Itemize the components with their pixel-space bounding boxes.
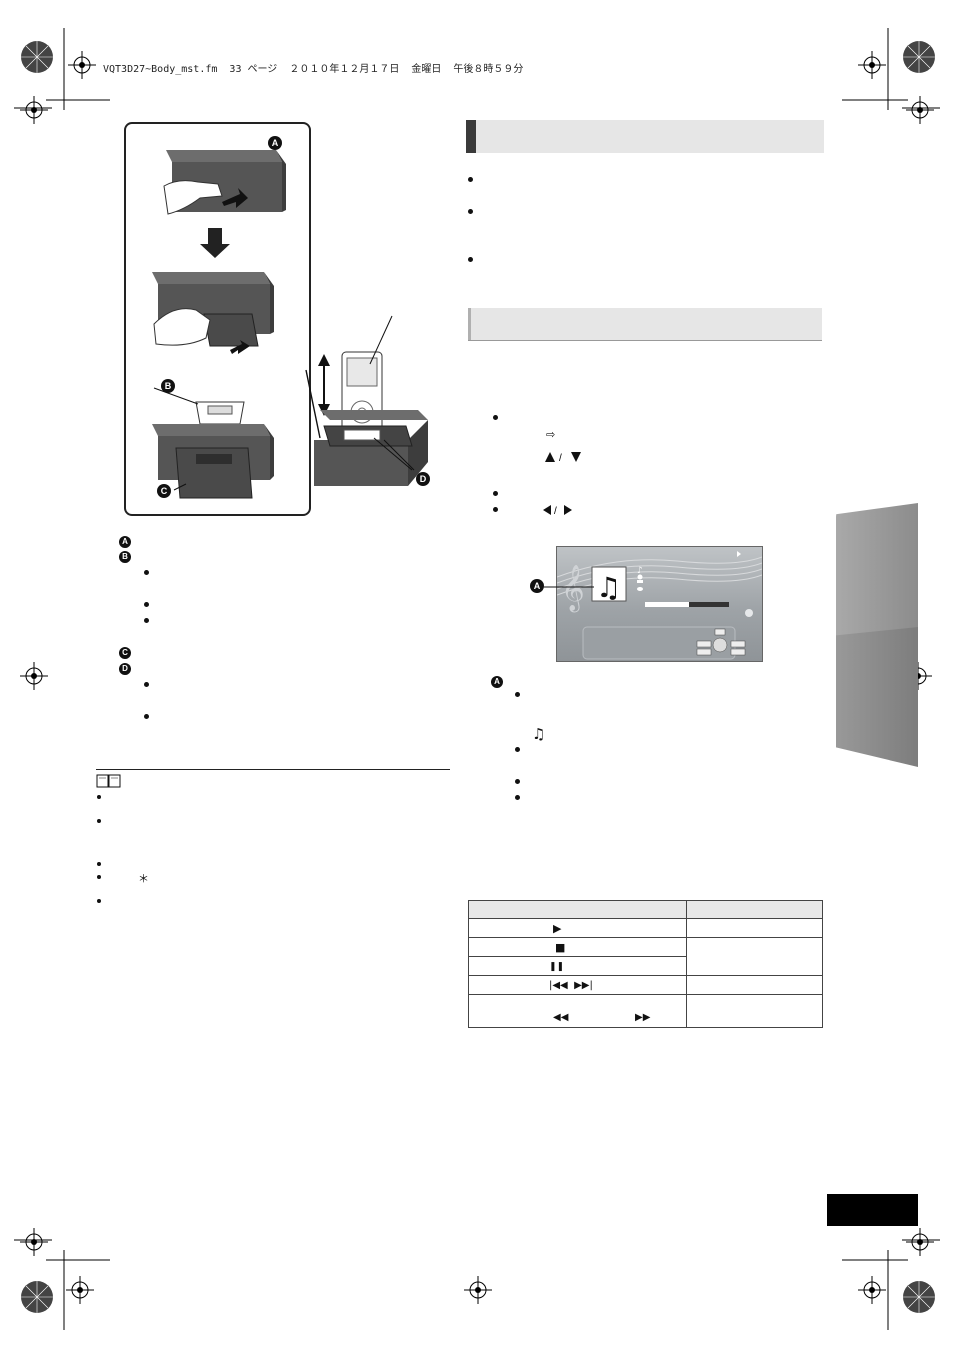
cursor-up-down-icon: / (545, 452, 581, 463)
fast-forward-icon: ▶▶ (635, 1012, 651, 1023)
bullet (493, 415, 498, 420)
bullet (144, 602, 149, 607)
registration-mark-icon (20, 1228, 48, 1256)
file-header: VQT3D27~Body_mst.fm 33 ページ ２０１０年１２月１７日 金… (103, 64, 524, 75)
note-divider (96, 769, 450, 770)
ipod-dock-illustration (305, 315, 428, 486)
table-cell (686, 975, 823, 995)
music-playback-screen: 𝄞 ♫ ♪ (556, 546, 763, 662)
side-tab-upper (836, 503, 918, 643)
table-row: ■ (468, 937, 823, 976)
cursor-left-right-icon: / (543, 505, 572, 516)
skip-icon: |◀◀ ▶▶| (549, 980, 593, 991)
rewind-icon: ◀◀ (553, 1012, 569, 1023)
table-header-cell (686, 900, 823, 919)
bullet (144, 570, 149, 575)
registration-mark-icon (68, 51, 96, 79)
table-row: |◀◀ ▶▶| (468, 975, 823, 995)
bullet (144, 682, 149, 687)
table-cell: ❚❚ (468, 956, 687, 976)
color-rosette-icon (903, 41, 935, 73)
registration-mark-icon (906, 1228, 934, 1256)
svg-text:♫: ♫ (596, 571, 621, 604)
table-cell (686, 937, 823, 976)
asterisk-mark: ＊ (138, 872, 149, 885)
callout-leader (544, 586, 594, 588)
registration-mark-icon (66, 1276, 94, 1304)
legend-badge: A (491, 676, 503, 688)
bullet (515, 795, 520, 800)
registration-mark-icon (20, 96, 48, 124)
table-cell: |◀◀ ▶▶| (468, 975, 687, 995)
bullet (97, 899, 101, 903)
bullet (493, 507, 498, 512)
table-cell: ■ (468, 937, 687, 957)
bullet (97, 862, 101, 866)
table-row: ◀◀ ▶▶ (468, 994, 823, 1028)
bullet (144, 618, 149, 623)
callout-badge: B (161, 379, 175, 393)
callout-badge: A (268, 136, 282, 150)
book-icon (96, 774, 121, 788)
page-number-box (827, 1194, 918, 1226)
bullet (468, 257, 473, 262)
play-icon: ▶ (553, 921, 562, 935)
dock-installation-illustration (152, 150, 286, 499)
registration-mark-icon (858, 1276, 886, 1304)
table-cell (686, 918, 823, 938)
bullet (515, 692, 520, 697)
table-header-row (468, 900, 823, 919)
section-heading-edge (466, 120, 476, 153)
stop-icon: ■ (555, 940, 566, 954)
bullet (144, 714, 149, 719)
registration-mark-icon (858, 51, 886, 79)
pause-icon: ❚❚ (549, 962, 565, 972)
table-cell (686, 994, 823, 1028)
callout-badge: D (416, 472, 430, 486)
bullet (493, 491, 498, 496)
legend-badge: D (119, 663, 131, 675)
table-row: ▶ (468, 918, 823, 938)
bullet (515, 747, 520, 752)
callout-badge: C (157, 484, 171, 498)
svg-text:/: / (559, 453, 562, 463)
side-tab-lower (836, 627, 918, 767)
bullet (468, 209, 473, 214)
registration-mark-icon (20, 662, 48, 690)
svg-text:𝄞: 𝄞 (561, 565, 585, 613)
subsection-heading-edge (468, 308, 471, 340)
bullet (97, 819, 101, 823)
legend-badge: B (119, 551, 131, 563)
callout-badge: A (530, 579, 544, 593)
subsection-heading-bar (468, 308, 822, 341)
table-cell: ◀◀ ▶▶ (468, 994, 687, 1028)
music-screen-graphic: 𝄞 ♫ ♪ (557, 551, 762, 660)
music-note-icon: ♫ (532, 725, 546, 743)
section-heading-bar (466, 120, 824, 153)
bullet (97, 795, 101, 799)
legend-badge: C (119, 647, 131, 659)
operations-table: ▶ ■ ❚❚ |◀◀ ▶▶| ◀◀ ▶▶ (468, 900, 823, 1028)
color-rosette-icon (21, 41, 53, 73)
dock-installation-panel (124, 122, 311, 516)
color-rosette-icon (21, 1281, 53, 1313)
table-header-cell (468, 900, 687, 919)
table-cell: ▶ (468, 918, 687, 938)
color-rosette-icon (903, 1281, 935, 1313)
bullet (468, 177, 473, 182)
arrow-right-icon: ⇨ (546, 428, 556, 441)
svg-text:♪: ♪ (637, 566, 643, 576)
registration-mark-icon (464, 1276, 492, 1304)
registration-mark-icon (906, 96, 934, 124)
bullet (97, 875, 101, 879)
svg-text:/: / (554, 506, 557, 516)
legend-badge: A (119, 536, 131, 548)
bullet (515, 779, 520, 784)
